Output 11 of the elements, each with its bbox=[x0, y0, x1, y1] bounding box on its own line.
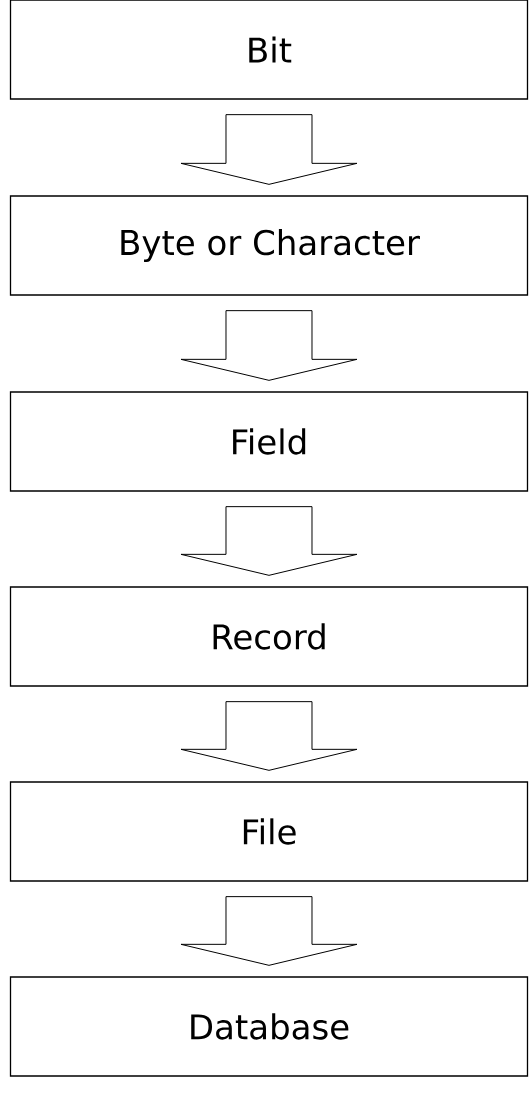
block-arrow bbox=[180, 701, 358, 771]
process-box: Record bbox=[9, 586, 529, 687]
process-box: Field bbox=[9, 391, 529, 492]
block-arrow bbox=[180, 114, 358, 185]
process-box: File bbox=[9, 781, 529, 882]
process-box: Database bbox=[9, 976, 529, 1077]
block-arrow bbox=[180, 896, 358, 966]
block-arrow bbox=[180, 506, 358, 576]
block-arrow bbox=[180, 310, 358, 381]
process-box: Byte or Character bbox=[9, 195, 529, 296]
process-box: Bit bbox=[9, 0, 529, 100]
